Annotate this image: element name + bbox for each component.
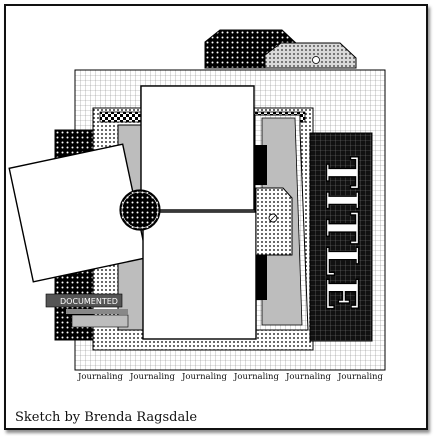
- title-strip: [309, 132, 373, 342]
- journaling-label: Journaling: [286, 372, 331, 382]
- tag-hole: [312, 56, 320, 64]
- journaling-label: Journaling: [182, 372, 227, 382]
- black-accent-top: [255, 145, 267, 185]
- journaling-label: Journaling: [338, 372, 383, 382]
- circle-embellishment: [119, 189, 161, 231]
- light-strip: [71, 314, 129, 328]
- journaling-label: Journaling: [78, 372, 123, 382]
- photo-top: [140, 85, 255, 211]
- circle-embellishment-inner: [121, 191, 159, 229]
- documented-label: DOCUMENTED: [60, 297, 118, 306]
- photo-bottom: [142, 211, 257, 340]
- document-strip: [45, 293, 123, 308]
- black-accent-bottom: [255, 255, 267, 300]
- sketch-credit: Sketch by Brenda Ragsdale: [15, 410, 198, 425]
- light-strip-2: [66, 309, 128, 314]
- title-text: TITLE: [315, 156, 367, 313]
- journaling-label: Journaling: [130, 372, 175, 382]
- gray-tag: [264, 42, 357, 69]
- journaling-label: Journaling: [234, 372, 279, 382]
